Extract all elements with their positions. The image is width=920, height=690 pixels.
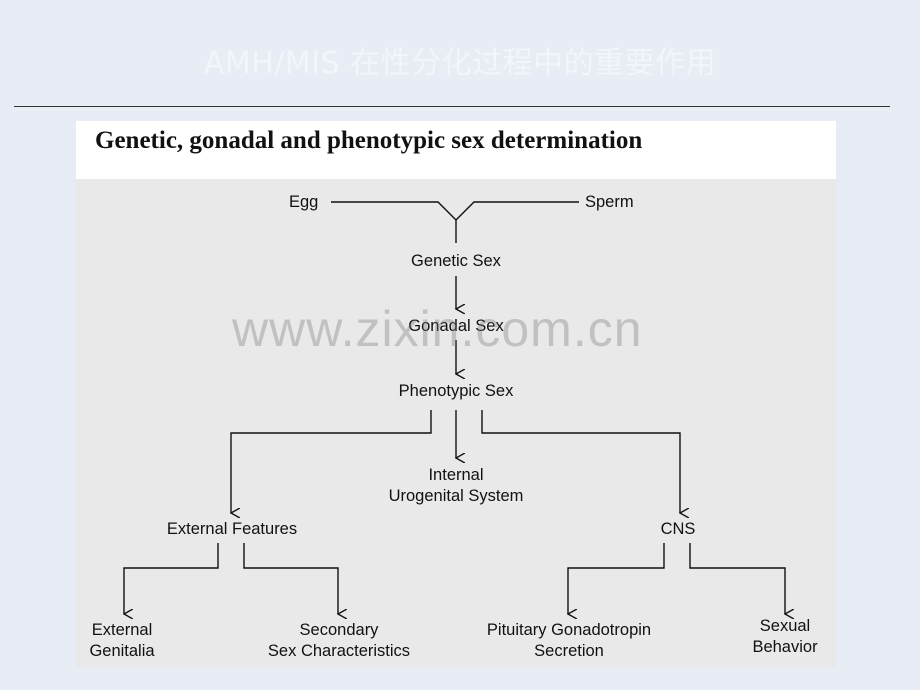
node-pituitary: Pituitary Gonadotropin Secretion	[487, 620, 651, 662]
node-cns: CNS	[660, 520, 696, 538]
secondary-line-2: Sex Characteristics	[267, 642, 411, 660]
secondary-line-1: Secondary	[299, 621, 379, 639]
node-egg: Egg	[289, 193, 319, 211]
arrow-to-pituitary	[568, 543, 665, 614]
node-genetic-sex: Genetic Sex	[411, 252, 501, 270]
sperm-line	[455, 201, 579, 221]
watermark: www.zixin.com.cn	[232, 301, 643, 357]
ext-genitalia-line-1: External	[91, 621, 153, 639]
slide-title: AMH/MIS 在性分化过程中的重要作用	[203, 46, 717, 81]
arrow-to-cns	[481, 410, 680, 513]
node-external-features: External Features	[166, 520, 298, 538]
diagram-figure: Genetic, gonadal and phenotypic sex dete…	[76, 121, 836, 667]
sexual-line-1: Sexual	[759, 617, 811, 635]
title-divider	[14, 106, 890, 107]
node-phenotypic-sex: Phenotypic Sex	[398, 382, 514, 400]
arrow-to-external-genitalia	[124, 543, 219, 614]
arrow-to-secondary	[243, 543, 338, 614]
internal-line-1: Internal	[428, 466, 484, 484]
figure-title: Genetic, gonadal and phenotypic sex dete…	[95, 127, 643, 154]
ext-genitalia-line-2: Genitalia	[89, 642, 155, 660]
sexual-line-2: Behavior	[752, 638, 818, 656]
node-gonadal-sex: Gonadal Sex	[408, 317, 504, 335]
node-sperm: Sperm	[585, 193, 634, 211]
node-internal-urogenital: Internal Urogenital System	[389, 465, 524, 507]
arrow-to-external-features	[231, 410, 432, 513]
internal-line-2: Urogenital System	[388, 487, 524, 505]
pituitary-line-1: Pituitary Gonadotropin	[486, 621, 652, 639]
node-external-genitalia: External Genitalia	[89, 620, 154, 662]
pituitary-line-2: Secretion	[534, 642, 604, 660]
egg-line	[331, 201, 457, 221]
node-sexual-behavior: Sexual Behavior	[752, 616, 817, 658]
node-secondary-sex: Secondary Sex Characteristics	[268, 620, 410, 662]
figure-header: Genetic, gonadal and phenotypic sex dete…	[76, 121, 836, 179]
arrow-to-sexual-behavior	[689, 543, 785, 614]
flow-connectors	[76, 201, 836, 667]
